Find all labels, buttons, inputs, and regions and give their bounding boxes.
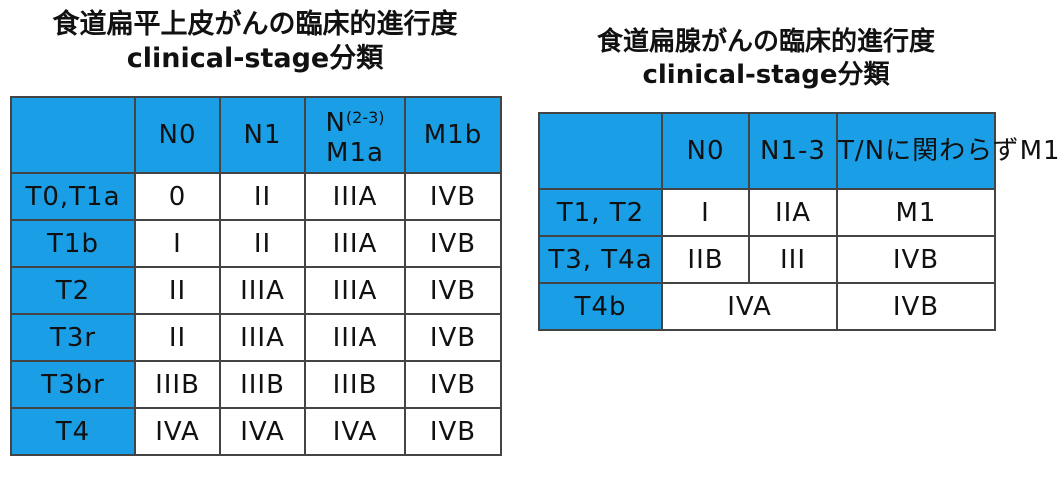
m1a-label: M1a <box>326 137 384 168</box>
adeno-stage-table: N0 N1-3 T/Nに関わらずM1 T1, T2 I IIA M1 T3, T… <box>538 112 1060 331</box>
stage-cell: IVA <box>219 407 306 456</box>
n23-sub: (2-3) <box>345 107 385 127</box>
adeno-header-row: N0 N1-3 T/Nに関わらずM1 <box>538 112 1060 190</box>
squamous-header-n23-m1a: N(2-3) M1a <box>304 96 406 174</box>
adeno-header-n1-3: N1-3 <box>748 112 838 190</box>
row-label: T0,T1a <box>10 172 136 221</box>
table-row: T3br IIIB IIIB IIIB IVB <box>10 360 502 409</box>
stage-cell: IIIB <box>219 360 306 409</box>
stage-cell: IIIA <box>304 172 406 221</box>
row-label: T3br <box>10 360 136 409</box>
table-row: T1b I II IIIA IVB <box>10 219 502 268</box>
squamous-header-row: N0 N1 N(2-3) M1a M1b <box>10 96 502 174</box>
stage-cell: IVB <box>836 235 996 284</box>
stage-cell: IIIA <box>219 313 306 362</box>
stage-cell: IIIB <box>134 360 221 409</box>
stage-cell: IVB <box>404 172 502 221</box>
table-row: T0,T1a 0 II IIIA IVB <box>10 172 502 221</box>
stage-cell: IVB <box>836 282 996 331</box>
table-row: T2 II IIIA IIIA IVB <box>10 266 502 315</box>
stage-cell: II <box>219 219 306 268</box>
squamous-stage-table: N0 N1 N(2-3) M1a M1b T0,T1a 0 II IIIA IV… <box>10 96 502 456</box>
adeno-title-line1: 食道扁腺がんの臨床的進行度 <box>596 27 935 57</box>
squamous-header-n1: N1 <box>219 96 306 174</box>
stage-cell: IIIA <box>304 219 406 268</box>
stage-cell: I <box>134 219 221 268</box>
stage-cell: IIB <box>661 235 750 284</box>
row-label: T1, T2 <box>538 188 663 237</box>
row-label: T3, T4a <box>538 235 663 284</box>
squamous-corner-cell <box>10 96 136 174</box>
n23-main: N <box>325 107 346 138</box>
table-row: T4b IVA IVB <box>538 282 996 331</box>
stage-cell: IIIB <box>304 360 406 409</box>
table-row: T3, T4a IIB III IVB <box>538 235 996 284</box>
stage-cell: IVA <box>134 407 221 456</box>
stage-cell: IVB <box>404 407 502 456</box>
squamous-header-m1b: M1b <box>404 96 502 174</box>
stage-cell: III <box>748 235 838 284</box>
squamous-title-line2: clinical-stage分類 <box>126 43 384 74</box>
stage-cell: IVB <box>404 219 502 268</box>
stage-cell: II <box>219 172 306 221</box>
adeno-header-n0: N0 <box>661 112 750 190</box>
adenocarcinoma-staging-panel: 食道扁腺がんの臨床的進行度 clinical-stage分類 N0 N1-3 T… <box>538 26 1060 331</box>
stage-cell: IIA <box>748 188 838 237</box>
stage-cell: 0 <box>134 172 221 221</box>
row-label: T4b <box>538 282 663 331</box>
stage-cell: M1 <box>836 188 996 237</box>
squamous-title-line1: 食道扁平上皮がんの臨床的進行度 <box>52 9 458 40</box>
adeno-corner-cell <box>538 112 663 190</box>
stage-cell: IIIA <box>304 313 406 362</box>
row-label: T2 <box>10 266 136 315</box>
row-label: T4 <box>10 407 136 456</box>
stage-cell: IVA <box>304 407 406 456</box>
stage-cell: IIIA <box>304 266 406 315</box>
stage-cell: II <box>134 266 221 315</box>
row-label: T3r <box>10 313 136 362</box>
table-row: T4 IVA IVA IVA IVB <box>10 407 502 456</box>
table-row: T1, T2 I IIA M1 <box>538 188 996 237</box>
table-row: T3r II IIIA IIIA IVB <box>10 313 502 362</box>
stage-cell-merged: IVA <box>661 282 838 331</box>
stage-cell: IVB <box>404 313 502 362</box>
stage-cell: II <box>134 313 221 362</box>
stage-cell: IVB <box>404 266 502 315</box>
adeno-header-m1: T/Nに関わらずM1 <box>836 112 1060 190</box>
squamous-header-n0: N0 <box>134 96 221 174</box>
row-label: T1b <box>10 219 136 268</box>
squamous-cell-staging-panel: 食道扁平上皮がんの臨床的進行度 clinical-stage分類 N0 N1 N… <box>10 8 502 456</box>
stage-cell: I <box>661 188 750 237</box>
stage-cell: IIIA <box>219 266 306 315</box>
adeno-title-line2: clinical-stage分類 <box>642 60 890 90</box>
stage-cell: IVB <box>404 360 502 409</box>
